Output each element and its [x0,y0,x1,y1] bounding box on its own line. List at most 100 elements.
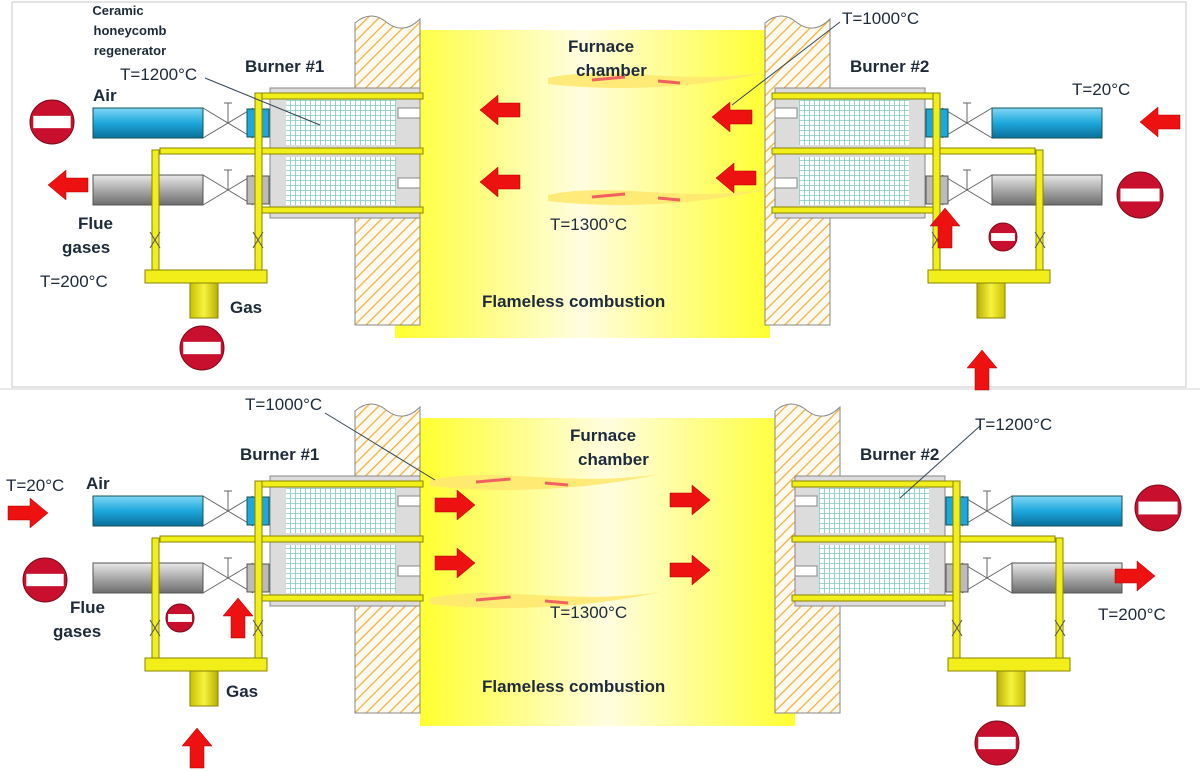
gas-pipe [254,206,424,214]
gas-pipe [771,147,1036,155]
top-combustion-label: Flameless combustion [482,292,665,311]
gas-pipe [254,92,263,274]
flow-arrow-left [479,166,521,198]
gas-inlet [996,670,1026,707]
gas-inlet [189,670,219,707]
flow-arrow-up [929,207,961,249]
bottom-t-air-in: T=20°C [6,476,64,495]
no-entry-icon [1134,484,1182,532]
top-gas-label: Gas [230,298,262,317]
bottom-chamber-label-2: chamber [578,450,649,469]
top-chamber-label-2: chamber [576,61,647,80]
top-panel [29,15,1181,391]
flow-arrow-left [715,162,757,194]
gas-valve-icon [1034,231,1046,249]
honeycomb-regenerator [819,488,929,533]
valve-icon [202,557,254,594]
bottom-panel [7,403,1182,769]
leader-line [731,21,841,106]
leader-line [324,412,436,481]
top-t-chamber: T=1300°C [550,215,627,234]
honeycomb-regenerator [799,100,909,145]
valve-icon [961,490,1013,527]
honeycomb-regenerator [286,545,396,593]
gas-pipe [1035,149,1044,274]
leader-line [204,77,321,126]
honeycomb-regenerator [799,157,909,205]
bottom-t-regen-right: T=1200°C [975,415,1052,434]
flue-pipe [92,174,204,206]
bottom-t-flue: T=200°C [1098,605,1166,624]
bottom-t-chamber: T=1300°C [550,603,627,622]
flow-arrow-right [434,489,476,521]
bottom-panel-burner-1 [92,475,424,707]
valve-icon [202,490,254,527]
gas-pipe [151,149,160,274]
valve-icon [941,169,993,206]
gas-pipe [1055,537,1064,662]
bottom-flue-label-1: Flue [70,598,105,617]
bottom-panel-burner-2 [791,475,1123,707]
gas-pipe [254,480,263,662]
air-pipe [991,107,1103,139]
top-burner2-label: Burner #2 [850,57,929,76]
honeycomb-regenerator [286,488,396,533]
flue-pipe [991,174,1103,206]
top-chamber-label-1: Furnace [568,37,634,56]
bottom-gas-label: Gas [226,682,258,701]
top-t-air-in: T=20°C [1072,80,1130,99]
regenerator-label-2: honeycomb [94,23,167,38]
flow-arrow-left [479,94,521,126]
flame-tongue [430,592,660,608]
top-air-label: Air [93,86,117,105]
flame-tongue [430,474,660,490]
no-entry-icon [1116,171,1164,219]
flow-arrow-right [7,497,49,529]
gas-pipe [254,480,424,488]
bottom-chamber-label-1: Furnace [570,426,636,445]
gas-manifold [144,657,268,672]
gas-pipe [791,594,961,602]
regenerator-label-3: regenerator [94,43,166,58]
gas-manifold [144,269,268,284]
gas-valve-icon [951,619,963,637]
flow-arrow-left [47,169,89,201]
no-entry-icon [974,720,1020,766]
gas-pipe [254,594,424,602]
top-flue-label-1: Flue [78,214,113,233]
gas-pipe [159,535,424,543]
bottom-combustion-label: Flameless combustion [482,677,665,696]
top-flue-label-2: gases [62,238,110,257]
flow-arrow-up [222,597,254,639]
gas-pipe [254,92,424,100]
air-pipe [92,495,204,527]
no-entry-icon [165,603,195,633]
gas-valve-icon [252,619,264,637]
flow-arrow-left [711,101,753,133]
gas-pipe [151,537,160,662]
bottom-air-label: Air [86,474,110,493]
gas-pipe [159,147,424,155]
top-panel-frame [11,1,1187,388]
bottom-t-regen-left: T=1000°C [245,395,322,414]
gas-inlet [189,282,219,319]
flue-pipe [92,562,204,594]
air-pipe [1011,495,1123,527]
flow-arrow-right [669,554,711,586]
flow-arrow-right [434,547,476,579]
regenerator-label-1: Ceramic [92,3,143,18]
honeycomb-regenerator [286,100,396,145]
valve-icon [941,102,993,139]
air-pipe [92,107,204,139]
flue-pipe [1011,562,1123,594]
flow-arrow-left [1139,106,1181,138]
bottom-flue-label-2: gases [53,622,101,641]
flow-arrow-right [1114,560,1156,592]
top-burner1-label: Burner #1 [245,57,324,76]
top-t-regen-left: T=1200°C [120,65,197,84]
bottom-burner1-label: Burner #1 [240,445,319,464]
no-entry-icon [988,222,1018,252]
gas-valve-icon [149,619,161,637]
flow-arrow-up [966,349,998,391]
